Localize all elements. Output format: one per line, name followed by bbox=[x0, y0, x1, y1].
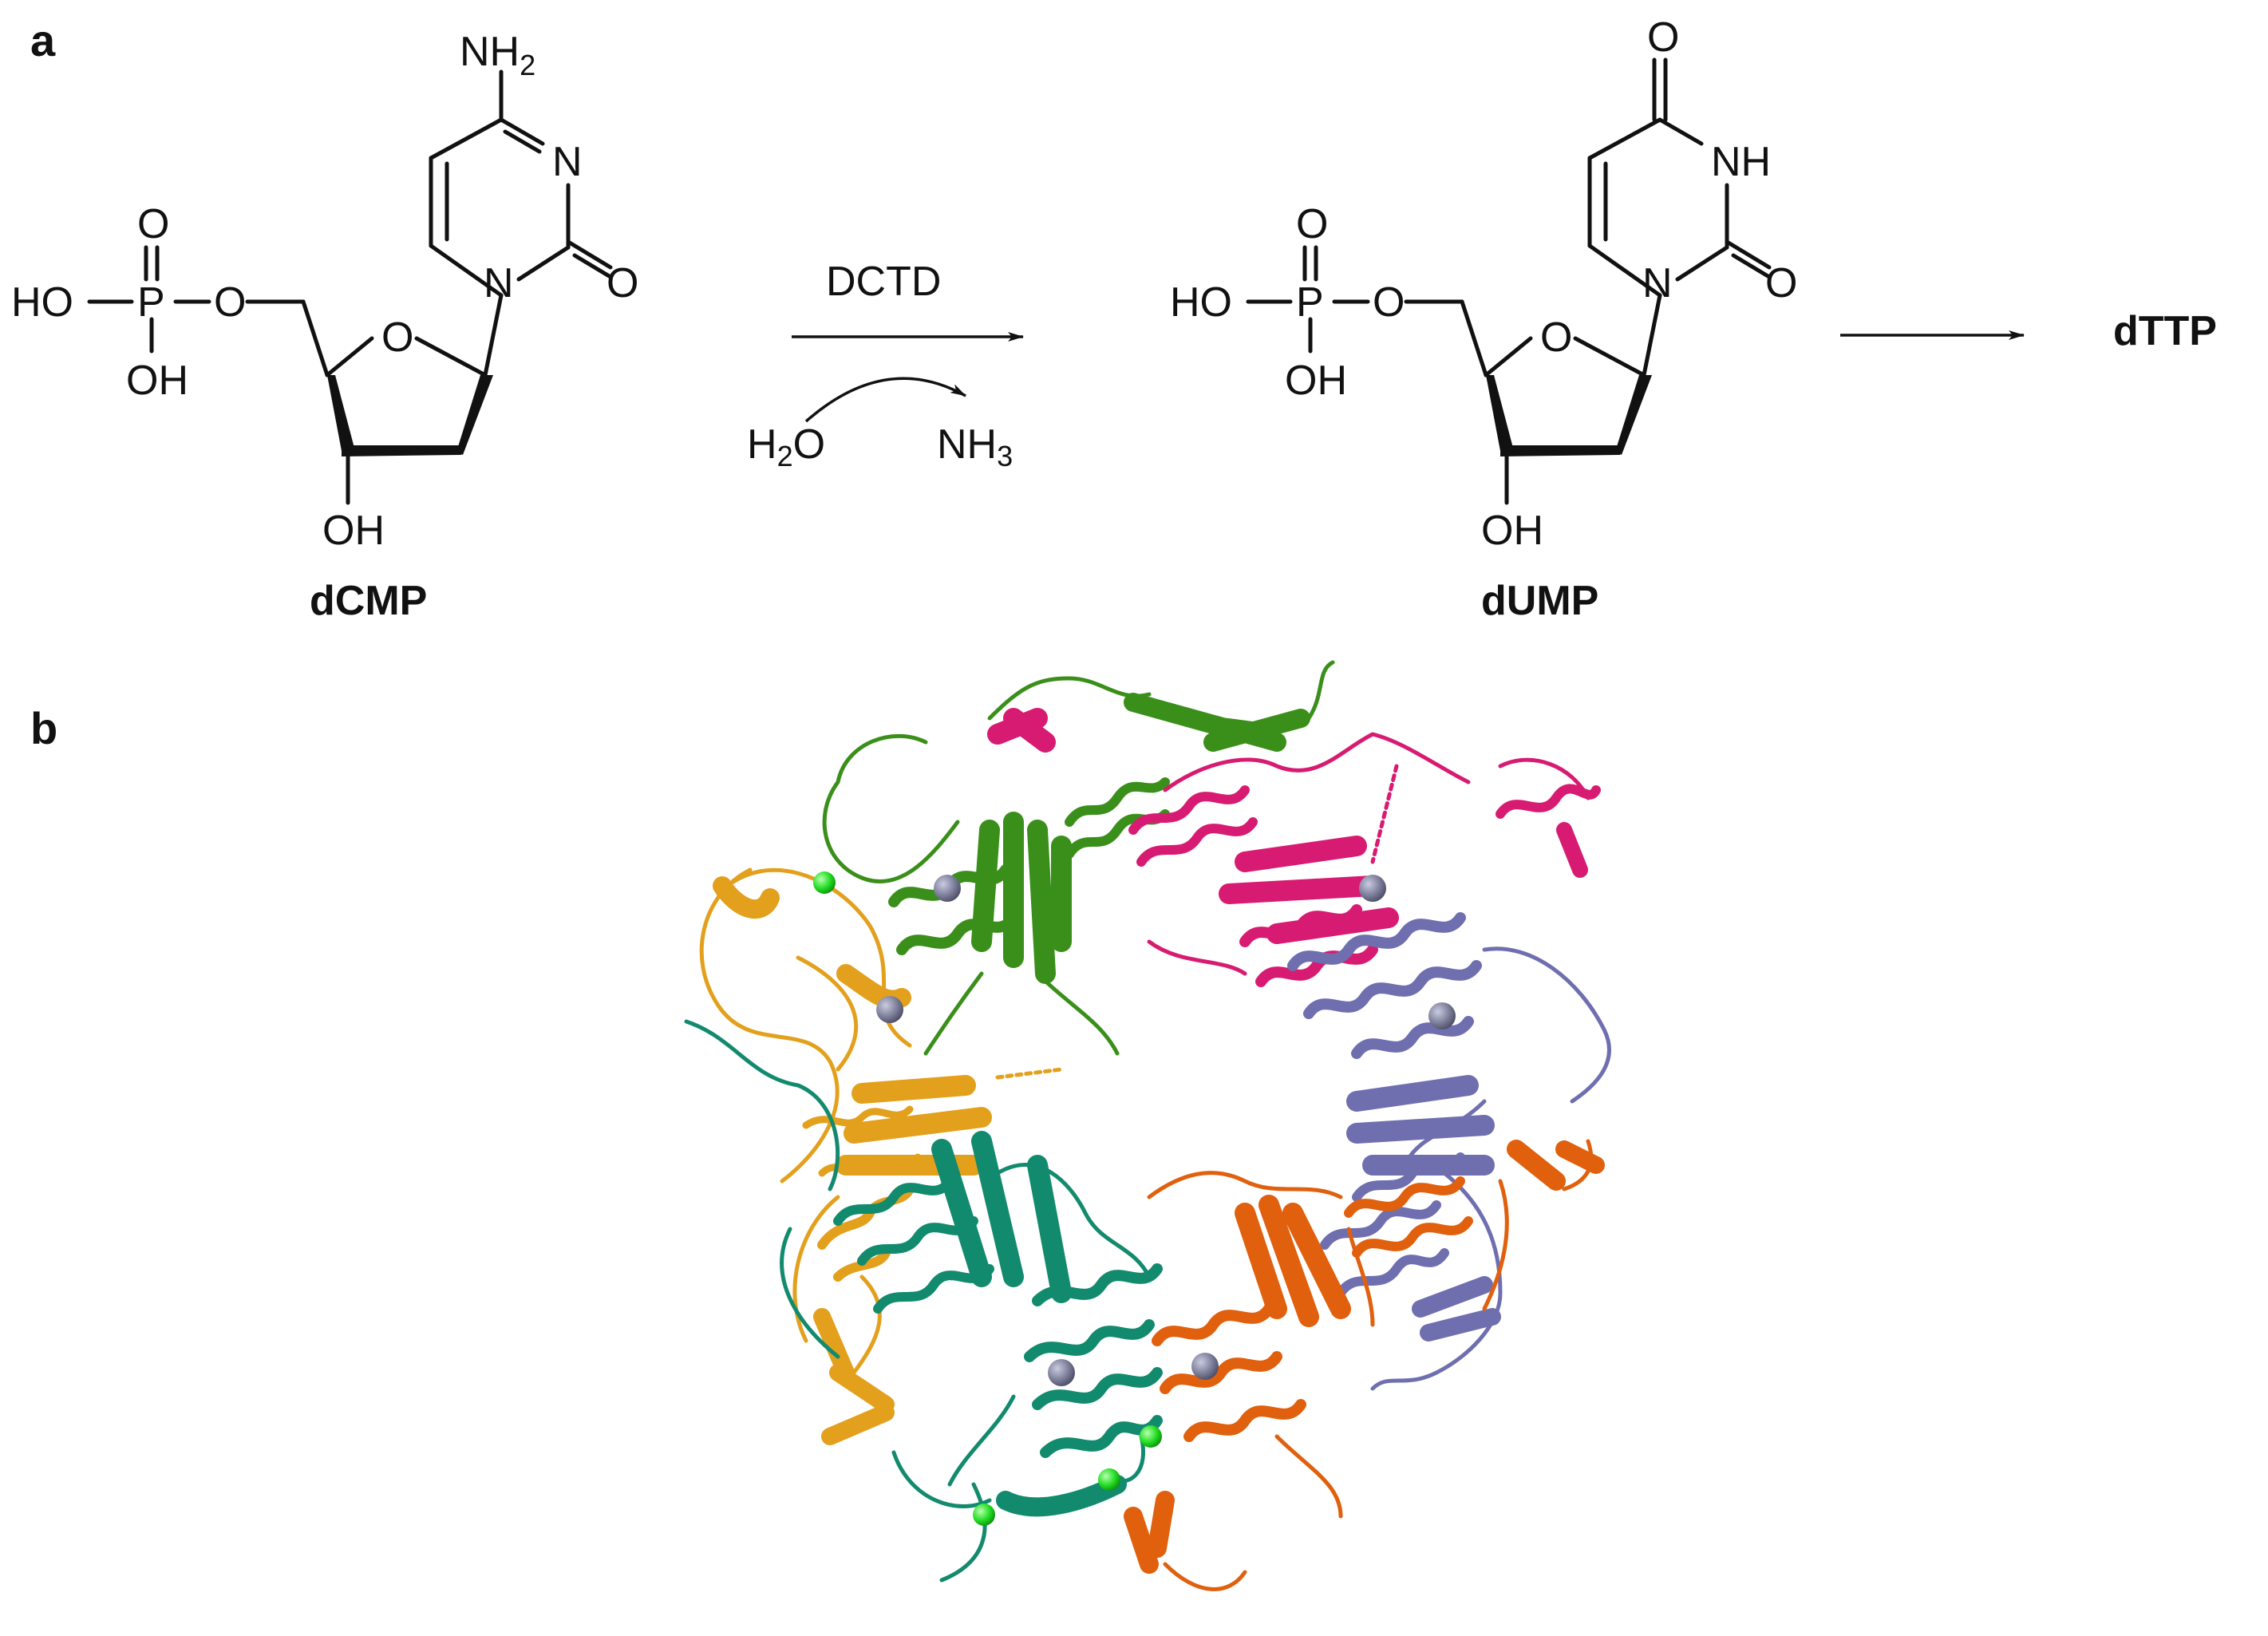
dump-structure bbox=[1246, 57, 1772, 505]
enzyme-label: DCTD bbox=[826, 259, 941, 305]
dump-n1-label: N bbox=[1642, 260, 1673, 306]
chain-magenta bbox=[987, 708, 1601, 987]
protein-ribbon-structure bbox=[684, 660, 1611, 1591]
panel-label-b: b bbox=[30, 703, 57, 753]
reaction-arrow-deamination bbox=[792, 332, 1024, 423]
dcmp-o2-label: O bbox=[607, 260, 638, 306]
dcmp-bold-bond bbox=[342, 445, 461, 456]
dump-wedge-c1 bbox=[1615, 375, 1652, 455]
dcmp-ring-o-label: O bbox=[381, 314, 413, 361]
h2o-label: H2O bbox=[747, 421, 825, 472]
dump-bold-bond bbox=[1500, 445, 1620, 456]
ion-spheres bbox=[813, 871, 1456, 1526]
zinc-sphere-2 bbox=[876, 996, 903, 1023]
dump-p-label: P bbox=[1296, 279, 1324, 326]
zinc-sphere-3 bbox=[1359, 875, 1386, 902]
nh3-label: NH3 bbox=[937, 421, 1013, 472]
dcmp-name: dCMP bbox=[310, 578, 427, 624]
chain-orange bbox=[1124, 1139, 1605, 1591]
zinc-sphere-6 bbox=[1191, 1353, 1219, 1380]
dump-o2-label: O bbox=[1765, 260, 1797, 306]
dump-wedge-c4 bbox=[1486, 375, 1514, 451]
dcmp-amine-label: NH2 bbox=[460, 29, 535, 81]
dcmp-wedge-c1 bbox=[456, 375, 493, 455]
dump-ring-o-label: O bbox=[1540, 314, 1572, 361]
dump-name: dUMP bbox=[1481, 578, 1598, 624]
dcmp-3oh-label: OH bbox=[322, 508, 385, 554]
chain-slate bbox=[1287, 912, 1611, 1391]
dttp-label: dTTP bbox=[2113, 308, 2217, 354]
zinc-sphere-4 bbox=[1428, 1002, 1456, 1029]
chain-green bbox=[822, 660, 1335, 1056]
ion-sphere-green-4 bbox=[973, 1504, 995, 1526]
dump-nh-label: NH bbox=[1711, 139, 1771, 185]
zinc-sphere-5 bbox=[1048, 1359, 1075, 1386]
chain-gold bbox=[699, 867, 1064, 1445]
dump-p-oxo-label: O bbox=[1296, 201, 1328, 247]
dcmp-ester-o-label: O bbox=[214, 279, 246, 326]
dcmp-p-ho-label: HO bbox=[11, 279, 73, 326]
dump-3oh-label: OH bbox=[1481, 508, 1543, 554]
dump-p-ho-label: HO bbox=[1170, 279, 1232, 326]
curved-arrow-h2o-nh3 bbox=[804, 377, 966, 423]
ion-sphere-green-3 bbox=[1098, 1468, 1120, 1491]
zinc-sphere-1 bbox=[934, 875, 961, 902]
dump-ester-o-label: O bbox=[1373, 279, 1405, 326]
dcmp-n1-label: N bbox=[484, 260, 514, 306]
dump-o4-label: O bbox=[1647, 14, 1679, 61]
dcmp-n3-label: N bbox=[552, 139, 583, 185]
dump-p-oh-label: OH bbox=[1285, 358, 1347, 404]
chain-teal bbox=[684, 1019, 1163, 1583]
dcmp-structure bbox=[87, 69, 613, 505]
ion-sphere-green-1 bbox=[813, 871, 836, 894]
panel-label-a: a bbox=[30, 15, 56, 65]
dcmp-p-oh-label: OH bbox=[126, 358, 188, 404]
dcmp-p-label: P bbox=[137, 279, 165, 326]
dcmp-p-oxo-label: O bbox=[137, 201, 169, 247]
ion-sphere-green-2 bbox=[1140, 1425, 1162, 1448]
dcmp-wedge-c4 bbox=[327, 375, 355, 451]
